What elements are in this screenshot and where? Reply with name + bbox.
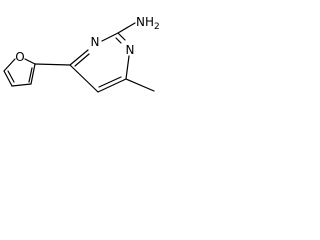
amine-label-main: NH (136, 15, 154, 29)
amine-label-subscript: 2 (154, 22, 160, 32)
pyrimidine-nitrogen-upper-label: N (91, 35, 100, 49)
amine-label: NH2 (136, 15, 160, 32)
furan-bond-c2-c3 (30, 63, 36, 85)
chemical-structure-diagram: O N N NH2 (3, 15, 160, 93)
furan-bond-c3-c4 (11, 83, 32, 87)
pyrimidine-bond-n1-c6 (125, 55, 130, 80)
furan-ring: O (3, 50, 36, 87)
furan-bond-o-c2 (24, 58, 36, 65)
methyl-bond (125, 78, 155, 92)
amine-group: NH2 (117, 15, 160, 34)
pyrimidine-bond-c2-n1-inner (115, 37, 122, 44)
pyrimidine-bond-n3-c2 (101, 32, 119, 42)
furan-bond-c2-c3-inner (28, 67, 33, 83)
furan-bond-c5-o (3, 58, 16, 72)
pyrimidine-nitrogen-lower-label: N (126, 43, 135, 57)
furan-bond-c4-c5-inner (7, 70, 15, 83)
pyrimidine-bond-c5-c4 (69, 64, 99, 93)
pyrimidine-bond-c6-c5-inner (98, 76, 122, 88)
amine-bond (117, 22, 136, 34)
furan-bond-c4-c5 (3, 70, 13, 87)
pyrimidine-bond-c4-n3 (69, 49, 89, 66)
pyrimidine-ring: N N (69, 32, 135, 93)
pyrimidine-bond-c4-n3-inner (74, 53, 90, 67)
pyrimidine-bond-c6-c5 (97, 78, 127, 93)
ring-link-bond (34, 63, 71, 66)
furan-oxygen-label: O (15, 50, 24, 64)
pyrimidine-bond-c2-n1 (117, 32, 126, 41)
